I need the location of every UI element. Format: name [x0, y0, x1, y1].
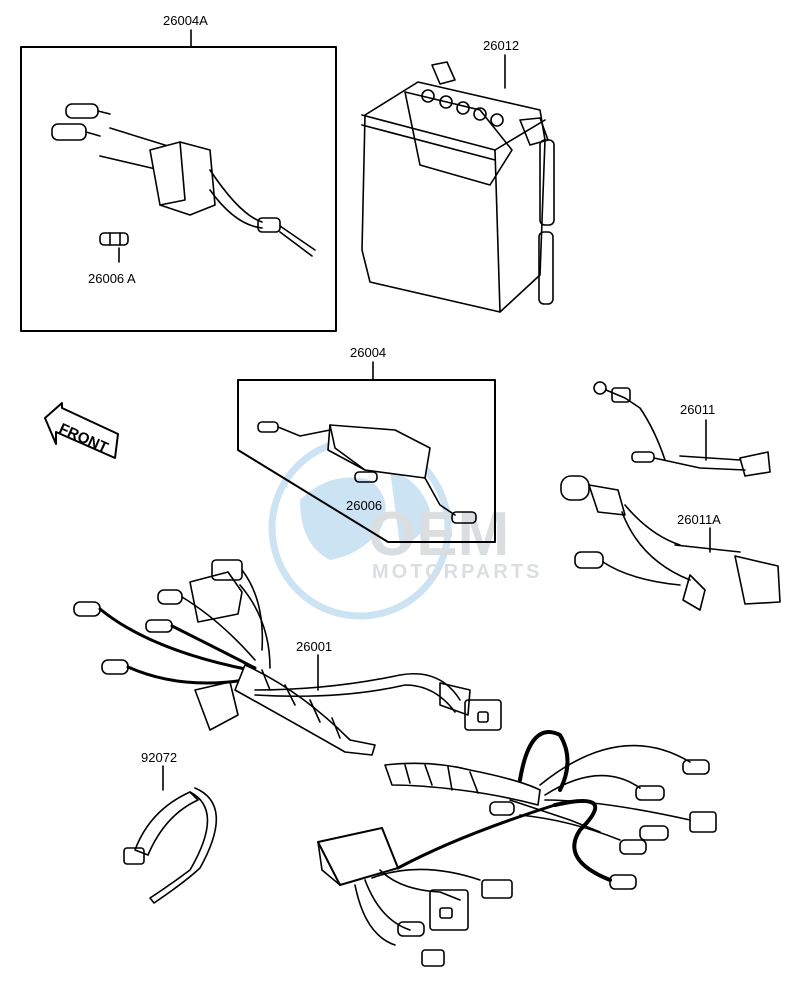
- part-26004-group: [237, 361, 496, 543]
- label-26004A: 26004A: [163, 13, 208, 28]
- label-26011A: 26011A: [677, 512, 721, 527]
- label-92072: 92072: [141, 750, 177, 765]
- front-arrow: FRONT: [44, 402, 119, 459]
- label-26001: 26001: [296, 639, 332, 654]
- main-harness-26001: [73, 559, 717, 967]
- label-26006A: 26006 A: [88, 271, 136, 286]
- part-26011A-group: [560, 475, 781, 611]
- part-26011-group: [593, 381, 771, 477]
- label-26012: 26012: [483, 38, 519, 53]
- label-26004: 26004: [350, 345, 386, 360]
- watermark-sub: MOTORPARTS: [372, 561, 542, 583]
- label-26011: 26011: [680, 402, 715, 417]
- battery-26012: [361, 54, 555, 313]
- part-26004A-group: [20, 29, 337, 332]
- label-26006: 26006: [346, 498, 382, 513]
- cable-tie-92072: [123, 765, 218, 904]
- watermark-brand: OEM: [368, 500, 509, 569]
- watermark: OEM MOTORPARTS: [268, 436, 542, 620]
